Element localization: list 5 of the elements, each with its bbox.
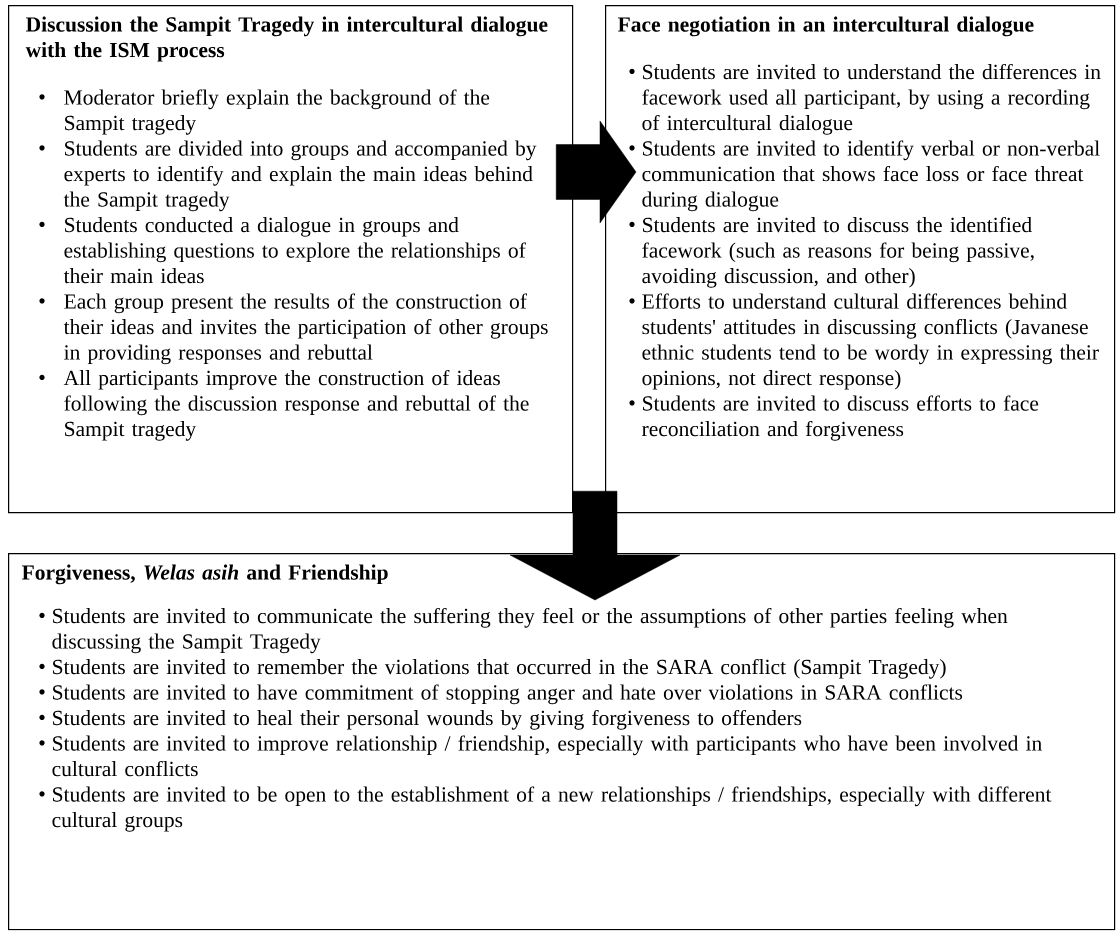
text-box: Forgiveness, Welas asih and Friendship Students are invited to communicate the suffering they feel or the assumptions of other parties feeling when discussing the Sampit Tragedy Students are invited to remember the violations that occurred in the SARA conflict (Sampit Tragedy) Students are invited to have commitment of stopping anger and hate over violations in SARA conflicts Students are invited to heal their personal wounds by giving forgiveness to offenders Students are invited to improve relationship / friendship, especially with participants who have been involved in cultural conflicts Students are invited to be open to the establishment of a new relationships / friendships, especially with different cultural groups — [8, 553, 1116, 931]
text-box: Discussion the Sampit Tragedy in intercultural dialogue with the ISM process Moderator briefly explain the background of the Sampit tragedy Students are divided into groups and accompanied by experts to identify and explain the main ideas behind the Sampit tragedy Students conducted a dialogue in groups and establishing questions to explore the relationships of their main ideas Each group present the results of the construction of their ideas and invites the participation of other groups in providing responses and rebuttal All participants improve the construction of ideas following the discussion response and rebuttal of the Sampit tragedy — [8, 5, 574, 514]
text-box: Face negotiation in an intercultural dialogue Students are invited to understand the differences in facework used all participant, by using a recording of intercultural dialogue Students are invited to identify verbal or non-verbal communication that shows face loss or face threat during dialogue Students are invited to discuss the identified facework (such as reasons for being passive, avoiding discussion, and other) Efforts to understand cultural differences behind students' attitudes in discussing conflicts (Javanese ethnic students tend to be wordy in expressing their opinions, not direct response) Students are invited to discuss efforts to face reconciliation and forgiveness — [605, 5, 1116, 514]
block-arrow — [509, 490, 681, 601]
block-arrow — [555, 120, 637, 224]
